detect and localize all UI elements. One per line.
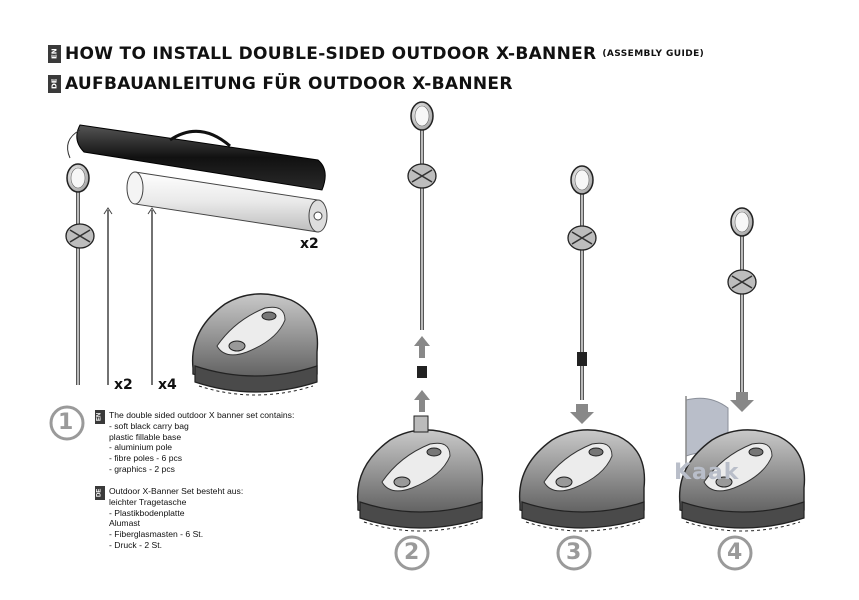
fibre-pole-quantity: x4 (158, 377, 177, 393)
carry-bag-illustration (67, 124, 326, 191)
step-4-number: 4 (727, 540, 743, 565)
fibre-poles-illustration (103, 207, 157, 385)
step-4-illustration (678, 207, 806, 532)
contents-de-item: - Druck - 2 St. (109, 539, 163, 550)
contents-de-item: - Plastikbodenplatte (109, 507, 185, 518)
contents-list-de: DE Outdoor X-Banner Set besteht aus: lei… (95, 486, 339, 551)
contents-list-en: EN The double sided outdoor X banner set… (95, 410, 339, 475)
contents-de-item: Alumast (109, 518, 141, 529)
contents-en-item: - soft black carry bag (109, 420, 189, 431)
aluminium-pole-quantity: x2 (114, 377, 133, 393)
en-subtitle: (ASSEMBLY GUIDE) (602, 49, 705, 59)
de-header: DE AUFBAUANLEITUNG FÜR OUTDOOR X-BANNER (48, 74, 513, 94)
step-2-number: 2 (404, 540, 420, 565)
contents-en-tab: EN (95, 410, 105, 424)
contents-en-item: - graphics - 2 pcs (109, 463, 175, 474)
en-title: HOW TO INSTALL DOUBLE-SIDED OUTDOOR X-BA… (65, 44, 597, 64)
step-3-number: 3 (566, 540, 582, 565)
step-2-illustration (356, 101, 484, 532)
aluminium-pole-illustration (65, 163, 95, 385)
step-3-illustration (518, 165, 646, 532)
en-header: EN HOW TO INSTALL DOUBLE-SIDED OUTDOOR X… (48, 44, 704, 64)
contents-en-title: The double sided outdoor X banner set co… (109, 410, 295, 420)
contents-en-item: - fibre poles - 6 pcs (109, 453, 183, 464)
de-title: AUFBAUANLEITUNG FÜR OUTDOOR X-BANNER (65, 74, 513, 94)
brand-watermark: Kaak (674, 460, 740, 485)
contents-de-title: Outdoor X-Banner Set besteht aus: (109, 486, 244, 496)
graphics-quantity: x2 (300, 236, 319, 252)
step-1-number: 1 (58, 410, 74, 435)
fillable-base-illustration (191, 293, 319, 396)
graphics-roll-illustration (126, 171, 328, 233)
contents-de-tab: DE (95, 486, 105, 500)
contents-en-item: plastic fillable base (109, 431, 182, 442)
contents-en-item: - aluminium pole (109, 442, 173, 453)
contents-de-item: - Fiberglasmasten - 6 St. (109, 529, 204, 540)
contents-de-item: leichter Tragetasche (109, 496, 187, 507)
